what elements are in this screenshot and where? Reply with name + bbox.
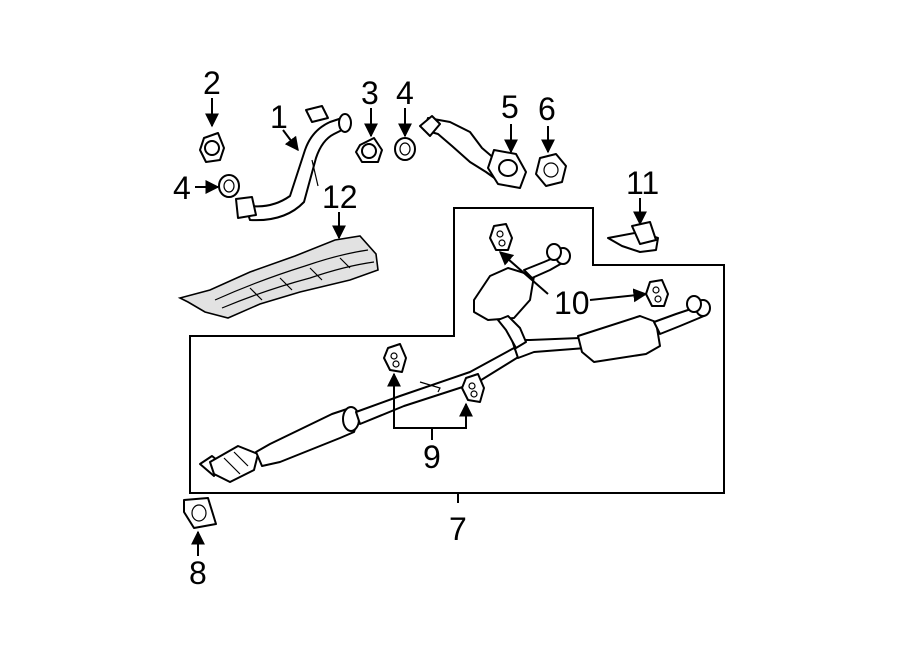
hanger-part-10-right bbox=[645, 279, 669, 307]
leader-10b bbox=[589, 288, 648, 303]
leader-9 bbox=[387, 372, 433, 440]
callout-5: 5 bbox=[501, 89, 519, 125]
callout-9: 9 bbox=[423, 439, 441, 475]
gasket-part-8 bbox=[183, 497, 217, 529]
callout-12: 12 bbox=[322, 179, 358, 215]
gasket-part-6 bbox=[535, 153, 567, 187]
hanger-part-10-upper bbox=[489, 223, 513, 251]
leader-10a bbox=[498, 251, 549, 295]
callout-11: 11 bbox=[626, 165, 659, 201]
hanger-part-9-left bbox=[383, 343, 407, 373]
callout-3: 3 bbox=[361, 75, 379, 111]
callout-4a: 4 bbox=[173, 170, 191, 206]
bracket-part-11 bbox=[607, 221, 659, 253]
callout-2: 2 bbox=[203, 65, 221, 101]
seal-ring-part-4-left bbox=[218, 174, 240, 198]
callout-7: 7 bbox=[449, 511, 467, 547]
converter-pipe-part-5 bbox=[419, 115, 527, 189]
seal-ring-part-4-right bbox=[394, 137, 416, 161]
exhaust-assembly-part-7 bbox=[199, 243, 711, 483]
hanger-part-9-right bbox=[461, 373, 485, 403]
callout-10: 10 bbox=[554, 285, 590, 321]
heat-shield-part-12 bbox=[177, 235, 379, 319]
callout-8: 8 bbox=[189, 555, 207, 591]
callout-4b: 4 bbox=[396, 75, 414, 111]
callout-6: 6 bbox=[538, 91, 556, 127]
front-pipe-part-1 bbox=[235, 105, 352, 222]
leader-9b bbox=[432, 402, 473, 429]
gasket-part-3 bbox=[355, 137, 383, 163]
leader-1 bbox=[282, 129, 299, 152]
flange-gasket-part-2 bbox=[199, 132, 225, 163]
callout-1: 1 bbox=[270, 99, 288, 135]
assembly-outline-box bbox=[189, 207, 725, 494]
